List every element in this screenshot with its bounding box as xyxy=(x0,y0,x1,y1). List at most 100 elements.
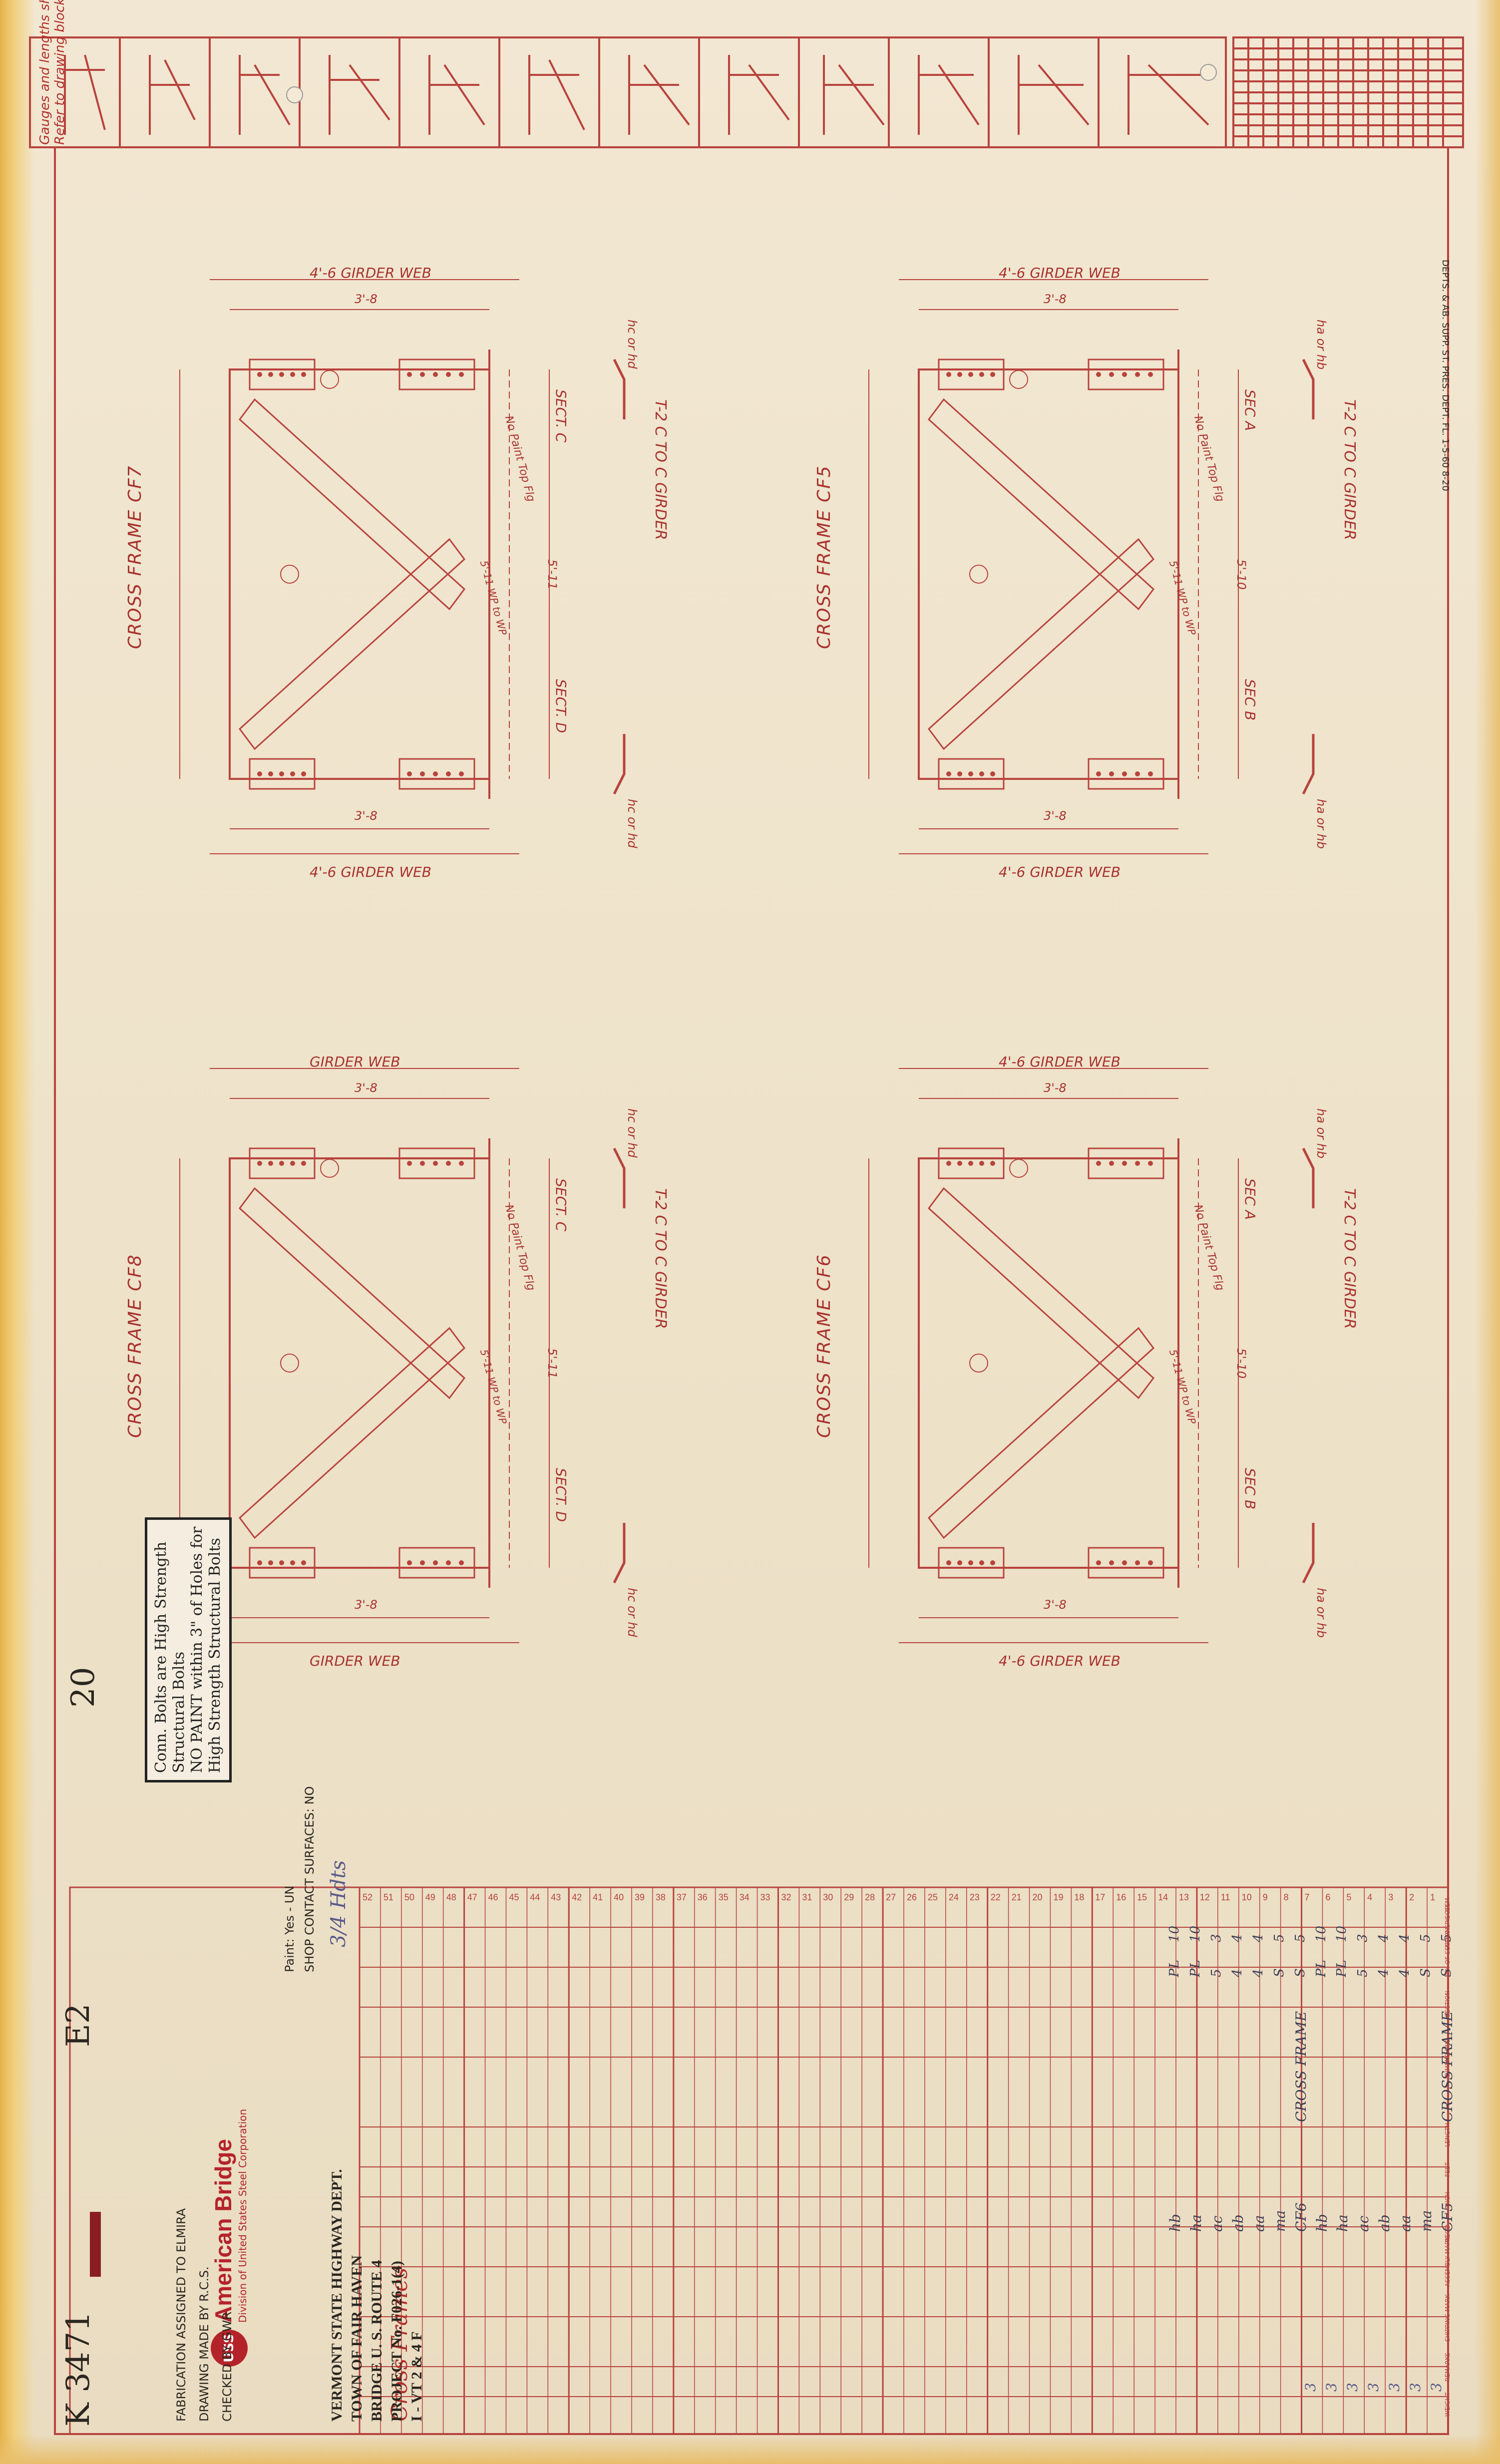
bom-col-header: WEIGHT xyxy=(1444,2392,1451,2417)
bom-row-number: 10 xyxy=(1241,1892,1252,1902)
bom-row-number: 39 xyxy=(635,1892,645,1902)
bom-mark: hb xyxy=(1313,2214,1330,2232)
bom-col-header: FEET xyxy=(1444,2162,1451,2177)
fab-shop: FABRICATION ASSIGNED TO ELMIRA xyxy=(174,2208,188,2422)
sect-bottom-cf7: SECT. D xyxy=(553,679,569,733)
bom-mark: aa xyxy=(1397,2215,1414,2232)
bom-weight: 3 xyxy=(1323,2383,1340,2392)
bridge-name: BRIDGE U. S. ROUTE 4 xyxy=(369,2260,385,2422)
bom-mark: ha xyxy=(1188,2214,1204,2232)
frame-title-cf5: CROSS FRAME CF5 xyxy=(814,465,834,649)
bom-row-number: 18 xyxy=(1074,1892,1085,1902)
bom-row-number: 2 xyxy=(1409,1892,1415,1902)
bom-mark: CF6 xyxy=(1292,2202,1309,2232)
girder-web-bottom-cf6: 4'-6 GIRDER WEB xyxy=(999,1653,1121,1669)
cross-frame-cf8 xyxy=(179,1068,626,1643)
shop-contact-note: SHOP CONTACT SURFACES: NO xyxy=(303,1786,317,1972)
bom-row-number: 36 xyxy=(697,1892,708,1902)
bom-mark: ac xyxy=(1208,2215,1225,2232)
tape-edge-left xyxy=(0,0,35,2464)
overall-dim-cf6: 5'-10 xyxy=(1234,1348,1248,1379)
bom-section: 5 xyxy=(1208,1969,1224,1977)
stamp-line-2: Structural Bolts xyxy=(170,1652,188,1773)
bom-row-number: 16 xyxy=(1116,1892,1126,1902)
bom-row-number: 40 xyxy=(614,1892,624,1902)
tape-edge-bottom xyxy=(0,2434,1500,2464)
bom-section: PL xyxy=(1167,1960,1182,1977)
girder-web-bottom-cf5: 4'-6 GIRDER WEB xyxy=(999,864,1121,880)
bom-mark: ha xyxy=(1334,2214,1351,2232)
bom-col-header: LENGTH xyxy=(1444,2122,1451,2147)
dim-bottom-cf7: 3'-8 xyxy=(355,809,377,823)
sect-top-cf6: SEC A xyxy=(1242,1178,1258,1220)
bom-section: S xyxy=(1271,1968,1287,1977)
side-label-cf7: T-2 C TO C GIRDER xyxy=(652,399,669,540)
overall-dim-cf7: 5'-11 xyxy=(545,559,559,590)
bom-col-header: SECTION xyxy=(1444,1991,1451,2017)
bom-description: CROSS FRAME xyxy=(1292,2011,1309,2122)
bom-row-number: 32 xyxy=(781,1892,791,1902)
bom-row-number: 35 xyxy=(718,1892,729,1902)
cross-frame-cf5 xyxy=(868,279,1315,854)
bom-row-number: 31 xyxy=(802,1892,812,1902)
bom-col-header: INCH xyxy=(1444,2192,1451,2207)
bom-qty: 4 xyxy=(1250,1934,1266,1942)
bom-section: 4 xyxy=(1229,1969,1245,1977)
bom-qty: 3 xyxy=(1208,1934,1224,1942)
girder-web-top-cf6: 4'-6 GIRDER WEB xyxy=(999,1054,1121,1070)
drafting-block: FABRICATION ASSIGNED TO ELMIRA DRAWING M… xyxy=(170,2208,239,2422)
vt-route: I - VT 2 & 4 F xyxy=(408,2331,425,2422)
stamp-line-3: NO PAINT within 3" of Holes for xyxy=(188,1526,206,1773)
bom-mark: ma xyxy=(1271,2210,1288,2232)
bom-row-number: 20 xyxy=(1032,1892,1043,1902)
girder-web-bottom-cf8: GIRDER WEB xyxy=(310,1653,400,1669)
bom-row-number: 24 xyxy=(948,1892,959,1902)
bom-row-number: 43 xyxy=(551,1892,561,1902)
dim-top-cf6: 3'-8 xyxy=(1044,1081,1067,1095)
frame-title-cf7: CROSS FRAME CF7 xyxy=(125,465,145,649)
dim-bottom-cf8: 3'-8 xyxy=(355,1598,377,1612)
bom-qty: 4 xyxy=(1229,1934,1245,1942)
bom-row-number: 11 xyxy=(1220,1892,1230,1902)
hc-top-cf5: ha or hb xyxy=(1314,320,1328,370)
vertical-margin-note: DEPTS. & AB. SUPP. ST. PRES. DEPT. FL. 1… xyxy=(1440,260,1451,491)
bom-row-number: 50 xyxy=(404,1892,414,1902)
bom-qty: 5 xyxy=(1292,1934,1308,1942)
bom-row-number: 44 xyxy=(530,1892,540,1902)
bom-weight: 3 xyxy=(1302,2383,1319,2392)
bom-qty: 3 xyxy=(1355,1934,1371,1942)
bom-row-number: 49 xyxy=(425,1892,435,1902)
bom-weight: 3 xyxy=(1407,2383,1424,2392)
bom-row-number: 4 xyxy=(1367,1892,1373,1902)
bom-section: 5 xyxy=(1355,1969,1371,1977)
cross-frame-cf7 xyxy=(179,279,626,854)
paint-note: Paint: Yes - UN xyxy=(283,1885,297,1972)
hc-bottom-cf5: ha or hb xyxy=(1314,799,1328,849)
bom-row-number: 15 xyxy=(1137,1892,1147,1902)
tape-edge-right xyxy=(1475,0,1500,2464)
client-block: VERMONT STATE HIGHWAY DEPT. TOWN OF FAIR… xyxy=(327,2169,427,2422)
girder-web-bottom-cf7: 4'-6 GIRDER WEB xyxy=(310,864,431,880)
bom-mark: ma xyxy=(1418,2210,1435,2232)
top-left-note: Gauges and lengths shown for reference o… xyxy=(37,0,67,145)
bom-row-number: 19 xyxy=(1053,1892,1064,1902)
bom-section: PL xyxy=(1334,1960,1350,1977)
bom-row-number: 27 xyxy=(886,1892,896,1902)
bom-row-number: 41 xyxy=(593,1892,603,1902)
bom-section: 4 xyxy=(1397,1969,1413,1977)
dim-top-cf8: 3'-8 xyxy=(355,1081,377,1095)
bom-qty: 4 xyxy=(1397,1934,1413,1942)
hc-top-cf8: hc or hd xyxy=(625,1108,639,1158)
bolts-note: 3/4 Hdts xyxy=(327,1860,350,1947)
girder-web-top-cf7: 4'-6 GIRDER WEB xyxy=(310,265,431,281)
stamp-line-4: High Strength Structural Bolts xyxy=(206,1538,224,1773)
hc-top-cf7: hc or hd xyxy=(625,320,639,369)
bom-row-number: 46 xyxy=(488,1892,498,1902)
girder-web-top-cf5: 4'-6 GIRDER WEB xyxy=(999,265,1121,281)
side-label-cf5: T-2 C TO C GIRDER xyxy=(1341,399,1358,540)
stamp-line-1: Conn. Bolts are High Strength xyxy=(152,1541,170,1773)
bom-weight: 3 xyxy=(1365,2383,1382,2392)
hc-bottom-cf7: hc or hd xyxy=(625,799,639,848)
bom-qty: 10 xyxy=(1313,1925,1329,1942)
bolt-paint-stamp: Conn. Bolts are High Strength Structural… xyxy=(145,1517,232,1782)
